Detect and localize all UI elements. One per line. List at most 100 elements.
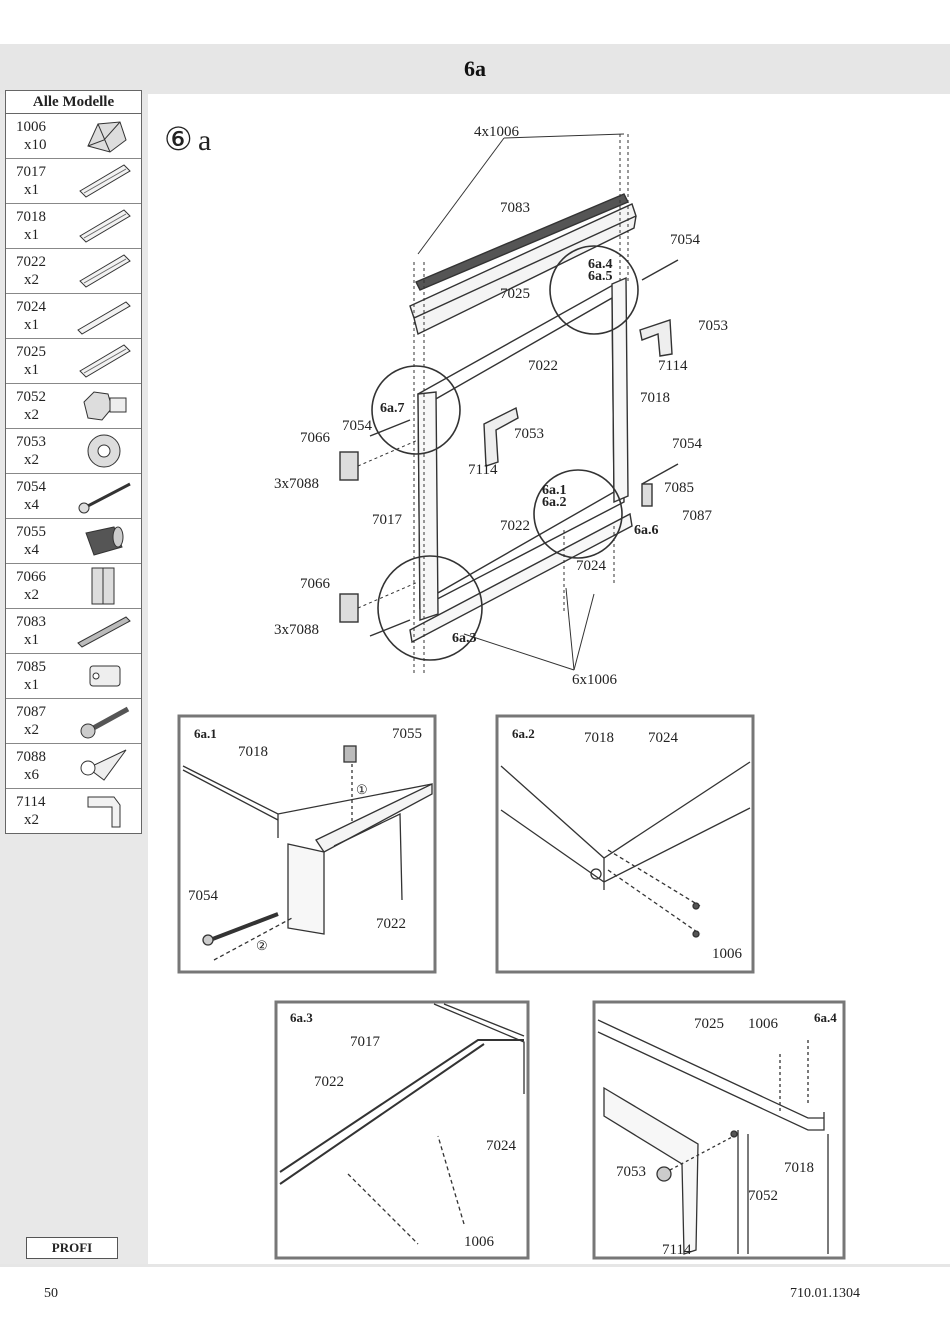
label-7022-mid: 7022 — [500, 518, 530, 534]
step-suffix: a — [198, 124, 211, 157]
part-number: 7085 — [16, 659, 46, 675]
bolt-7054-left — [369, 419, 411, 437]
detail-6a4-label-7025: 7025 — [694, 1016, 724, 1032]
part-quantity: x2 — [24, 722, 39, 738]
detail-6a1: 6a.1 7018 7055 ① 7054 ② 7022 — [177, 714, 437, 974]
profile-7025 — [409, 203, 637, 336]
detail-6a2-label-7024: 7024 — [648, 730, 679, 746]
profile-rail-icon — [74, 251, 134, 291]
detail-6a3-tag: 6a.3 — [290, 1010, 313, 1025]
label-7022-top: 7022 — [528, 358, 558, 374]
part-number: 7083 — [16, 614, 46, 630]
detail-6a1-label-7018: 7018 — [238, 744, 268, 760]
bracket-icon — [74, 791, 134, 831]
detail-6a3-label-7022: 7022 — [314, 1074, 344, 1090]
latch-icon — [74, 656, 134, 696]
detail-6a2-label-1006: 1006 — [712, 946, 743, 962]
profi-badge: PROFI — [26, 1237, 118, 1259]
label-7017: 7017 — [372, 512, 403, 528]
part-number: 7018 — [16, 209, 46, 225]
label-7053-mid: 7053 — [514, 426, 544, 442]
part-quantity: x4 — [24, 542, 39, 558]
label-7025: 7025 — [500, 286, 530, 302]
label-7066-bottom: 7066 — [300, 576, 331, 592]
bolt-7054-bottom — [369, 619, 411, 637]
part-quantity: x6 — [24, 767, 39, 783]
exploded-frame — [339, 133, 679, 674]
screw-head-icon — [74, 116, 134, 156]
bolt-7054-top — [641, 259, 679, 281]
profile-rail-icon — [74, 206, 134, 246]
part-number: 7114 — [16, 794, 46, 810]
label-7114-mid: 7114 — [468, 462, 498, 478]
flange-nut-icon — [74, 431, 134, 471]
seal-strip-icon — [74, 611, 134, 651]
detail-6a1-label-7022: 7022 — [376, 916, 406, 932]
detail-6a4-label-7052: 7052 — [748, 1188, 778, 1204]
part-quantity: x1 — [24, 632, 39, 648]
hinge-bottom-icon — [339, 593, 359, 623]
flat-profile-icon — [74, 296, 134, 336]
part-quantity: x1 — [24, 227, 39, 243]
part-quantity: x1 — [24, 362, 39, 378]
label-6a7: 6a.7 — [380, 401, 405, 416]
part-number: 7054 — [16, 479, 46, 495]
label-7054-right: 7054 — [672, 436, 703, 452]
part-row: 7017 x1 — [6, 159, 141, 204]
part-row: 7018 x1 — [6, 204, 141, 249]
label-3x7088-top: 3x7088 — [274, 476, 319, 492]
profile-rail-icon — [74, 161, 134, 201]
label-6a4: 6a.4 — [588, 257, 613, 272]
parts-list-heading: Alle Modelle — [6, 91, 141, 114]
detail-6a2: 6a.2 7018 7024 1006 — [495, 714, 755, 974]
detail-6a4-label-7114: 7114 — [662, 1242, 692, 1258]
detail-6a1-label-7054: 7054 — [188, 888, 219, 904]
detail-6a3-label-7017: 7017 — [350, 1034, 381, 1050]
page-number: 50 — [44, 1286, 58, 1301]
label-3x7088-bottom: 3x7088 — [274, 622, 319, 638]
footer-rule — [0, 1264, 950, 1267]
part-quantity: x1 — [24, 182, 39, 198]
part-row: 7054 x4 — [6, 474, 141, 519]
part-number: 7066 — [16, 569, 46, 585]
post-7018 — [611, 276, 629, 504]
label-6a1: 6a.1 — [542, 483, 567, 498]
part-number: 7022 — [16, 254, 46, 270]
part-number: 7052 — [16, 389, 46, 405]
label-7053-top: 7053 — [698, 318, 728, 334]
label-6x1006: 6x1006 — [572, 672, 618, 688]
part-quantity: x2 — [24, 452, 39, 468]
label-7087: 7087 — [682, 508, 713, 524]
part-quantity: x2 — [24, 587, 39, 603]
detail-circle-6a1 — [533, 469, 623, 559]
label-6a2: 6a.2 — [542, 495, 567, 510]
part-quantity: x4 — [24, 497, 39, 513]
detail-6a1-step-1: ① — [356, 782, 368, 797]
label-6a6: 6a.6 — [634, 523, 659, 538]
label-6a3: 6a.3 — [452, 631, 477, 646]
detail-6a4: 6a.4 7025 1006 7018 7053 7052 7114 — [592, 1000, 846, 1260]
part-quantity: x2 — [24, 272, 39, 288]
part-number: 7017 — [16, 164, 46, 180]
step-number: ⑥ — [164, 121, 193, 157]
detail-6a4-label-1006: 1006 — [748, 1016, 779, 1032]
part-row: 7066 x2 — [6, 564, 141, 609]
part-number: 7087 — [16, 704, 46, 720]
bracket-7114-top — [639, 319, 673, 357]
hex-nut-icon — [74, 386, 134, 426]
label-7085: 7085 — [664, 480, 694, 496]
page-title: 6a — [464, 56, 486, 81]
part-row: 7083 x1 — [6, 609, 141, 654]
part-number: 7053 — [16, 434, 46, 450]
detail-6a1-label-7055: 7055 — [392, 726, 422, 742]
part-row: 7022 x2 — [6, 249, 141, 294]
label-6a5: 6a.5 — [588, 269, 613, 284]
header-band — [0, 44, 950, 94]
wood-screw-icon — [74, 701, 134, 741]
bolt-icon — [74, 476, 134, 516]
